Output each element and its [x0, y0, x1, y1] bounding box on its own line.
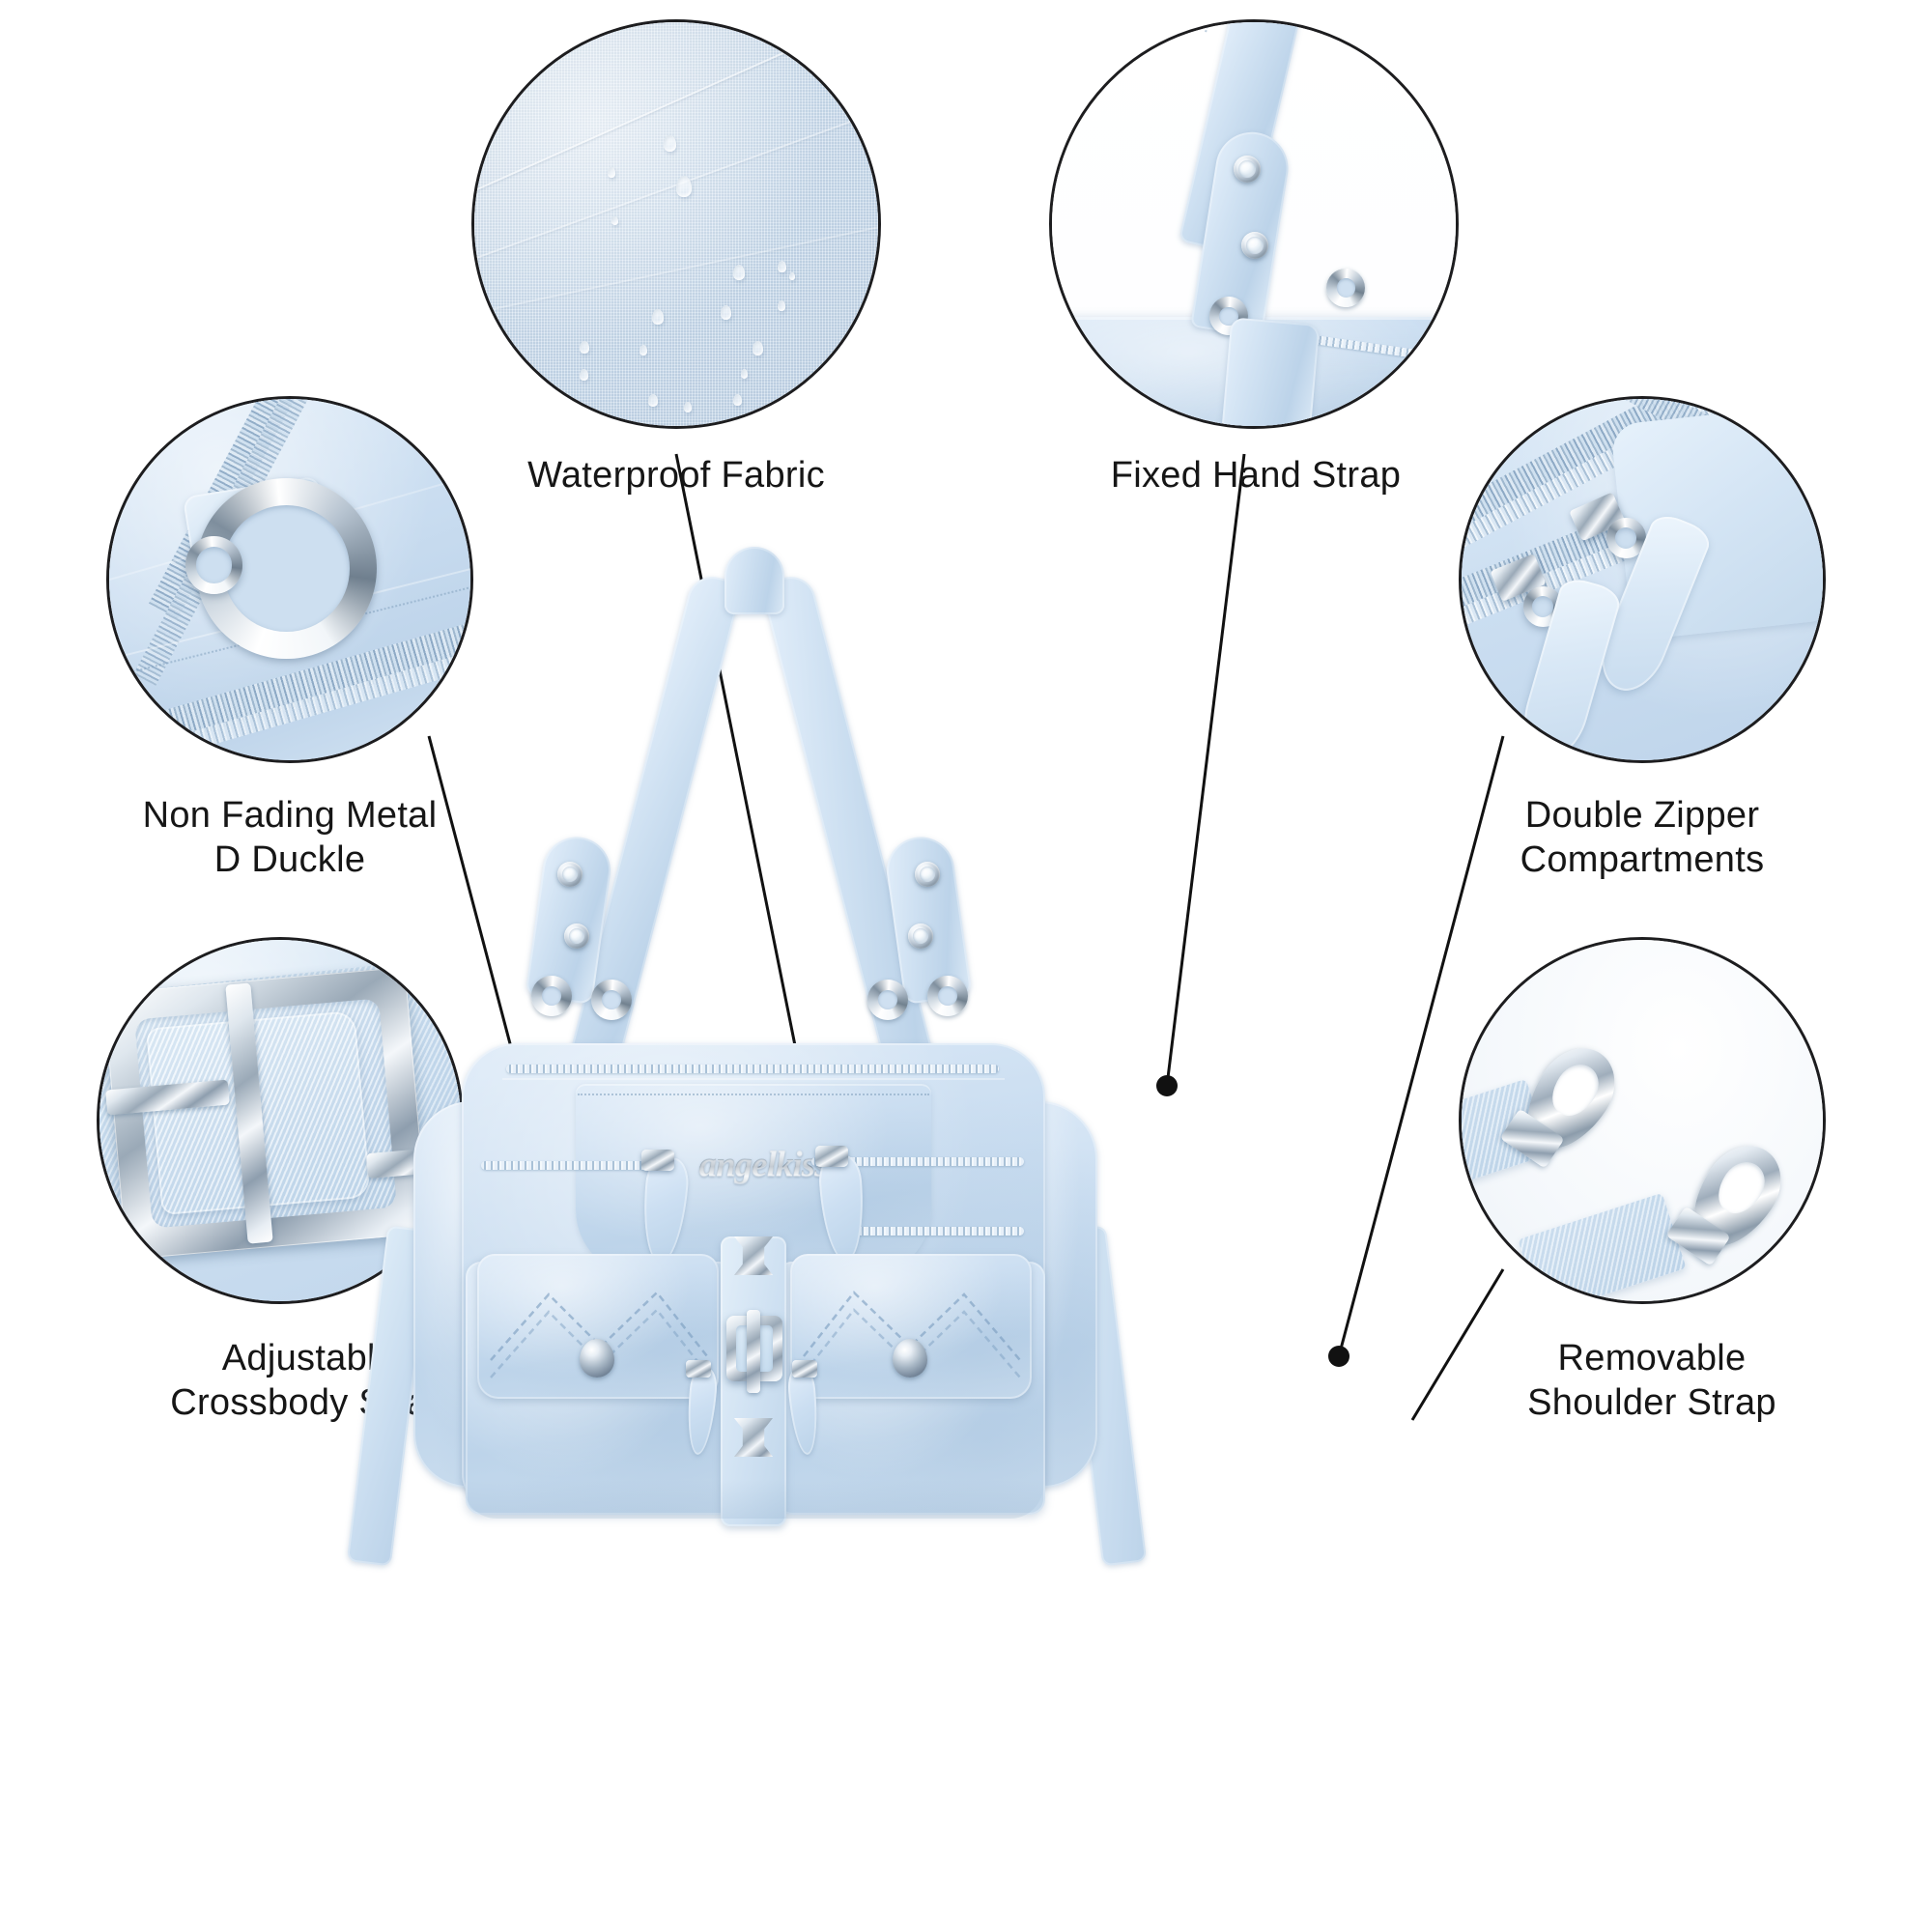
- water-droplet: [684, 401, 693, 412]
- water-droplet: [579, 369, 588, 382]
- label-line-1: Double Zipper: [1524, 795, 1760, 836]
- hand-strap-anchor-tab: [1220, 317, 1320, 426]
- front-pocket-left-snap: [580, 1339, 614, 1378]
- callout-waterproof-fabric: [471, 19, 881, 429]
- water-droplet: [732, 264, 745, 280]
- center-strap-buckle-prong: [747, 1310, 760, 1393]
- bag-right-side-zipper-upper: [811, 1157, 1024, 1166]
- callout-double-zipper-compartments: [1459, 396, 1826, 763]
- label-line-2: Shoulder Strap: [1527, 1381, 1776, 1423]
- water-droplet: [777, 260, 786, 272]
- rhinestone-rivet-right-upper: [915, 862, 940, 887]
- brand-logo: angelkiss: [657, 1144, 869, 1185]
- label-line-2: Compartments: [1520, 838, 1765, 880]
- water-droplet: [753, 341, 764, 356]
- bag-bottom-shadow: [464, 1480, 1043, 1519]
- water-droplet: [607, 167, 615, 179]
- water-droplet: [740, 369, 748, 380]
- water-droplet: [720, 304, 731, 320]
- rhinestone-rivet-left-upper: [557, 862, 582, 887]
- label-line-1: Adjustable: [221, 1338, 397, 1378]
- water-droplet: [676, 175, 692, 197]
- d-ring-inner-hole: [222, 505, 350, 633]
- callout-fixed-hand-strap: [1049, 19, 1459, 429]
- center-right-zipper-slider: [792, 1360, 817, 1378]
- bag-main-zipper: [506, 1065, 999, 1073]
- label-fixed-hand-strap: Fixed Hand Strap: [1110, 455, 1402, 496]
- water-droplet: [664, 135, 677, 153]
- water-droplet: [732, 393, 742, 406]
- handle-o-ring-left-2: [591, 980, 632, 1020]
- label-line-1: Non Fading Metal: [142, 795, 438, 836]
- handbag-product-image: angelkiss: [346, 547, 1546, 1913]
- rhinestone-rivet-left-lower: [564, 923, 589, 949]
- handle-apex: [724, 547, 784, 614]
- water-droplet: [639, 345, 648, 356]
- front-pocket-left-stitching: [490, 1291, 708, 1378]
- bag-left-zipper-slider: [641, 1150, 674, 1171]
- handle-o-ring-right: [867, 980, 908, 1020]
- center-left-zipper-slider: [686, 1360, 711, 1378]
- rhinestone-rivet-right-lower: [908, 923, 933, 949]
- callout-non-fading-metal-d-buckle: [106, 396, 473, 763]
- water-droplet: [647, 393, 658, 407]
- water-droplet: [611, 215, 619, 225]
- water-droplet: [651, 308, 664, 325]
- strap-o-ring-left: [1209, 297, 1249, 336]
- bag-right-zipper-slider: [815, 1146, 848, 1167]
- waterproof-fabric-swatch: [474, 22, 878, 426]
- water-droplet: [789, 272, 796, 281]
- rhinestone-rivet: [1234, 155, 1262, 183]
- strap-o-ring-right: [1326, 268, 1366, 307]
- bag-left-side-zipper: [481, 1161, 665, 1170]
- front-pocket-right-snap: [893, 1339, 927, 1378]
- water-droplet: [579, 341, 589, 355]
- bag-right-side-zipper-lower: [838, 1227, 1024, 1236]
- handle-o-ring-left: [531, 976, 572, 1016]
- handle-o-ring-right-2: [927, 976, 968, 1016]
- label-waterproof-fabric: Waterproof Fabric: [527, 455, 825, 496]
- callout-removable-shoulder-strap: [1459, 937, 1826, 1304]
- label-line-1: Removable: [1557, 1338, 1747, 1378]
- water-droplet: [777, 300, 785, 312]
- label-line-2: D Duckle: [213, 838, 366, 880]
- hand-strap-stitching: [1205, 22, 1219, 33]
- rhinestone-rivet: [1241, 232, 1269, 260]
